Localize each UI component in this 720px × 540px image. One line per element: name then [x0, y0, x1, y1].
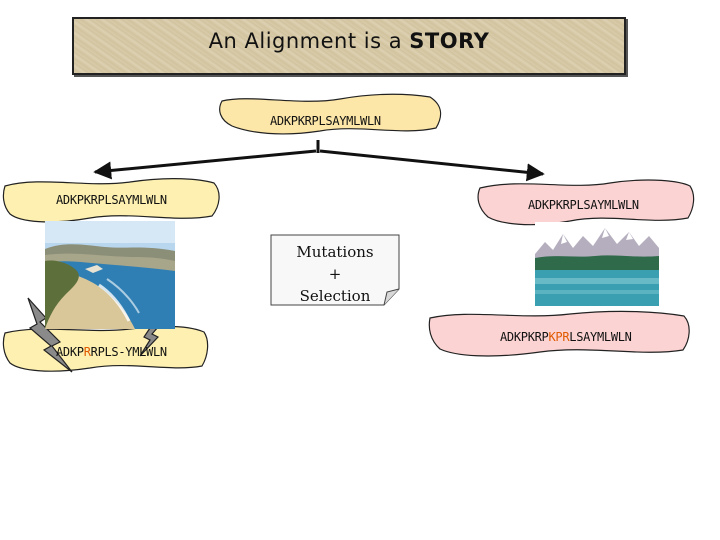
right-arrow: [319, 149, 545, 182]
note-line-mutations: Mutations: [296, 243, 374, 261]
right-child-seq-part3: LSAYMLWLN: [569, 330, 632, 344]
title-banner: An Alignment is a STORY: [72, 17, 626, 75]
left-child-seq-part1: ADKP: [56, 345, 84, 359]
left-sequence: ADKPKRPLSAYMLWLN: [56, 193, 167, 207]
left-child-seq-part3: RPLS-YMLWLN: [90, 345, 167, 359]
right-child-sequence: ADKPKRPKPRLSAYMLWLN: [500, 330, 632, 344]
title-text: An Alignment is a STORY: [74, 29, 624, 53]
root-sequence: ADKPKRPLSAYMLWLN: [270, 114, 381, 128]
lightning-bolt-icon: [27, 297, 73, 373]
left-child-mutation: R: [83, 345, 91, 359]
left-arrow: [93, 149, 317, 180]
right-child-seq-part1: ADKPKRP: [500, 330, 549, 344]
right-child-scroll-shape: [428, 310, 690, 357]
title-emphasis: STORY: [409, 29, 490, 53]
mountain-lake-clipart: [535, 222, 659, 306]
coastal-beach-photo: [45, 221, 175, 329]
note-text: Mutations + Selection: [271, 241, 399, 307]
root-scroll-shape: [219, 93, 442, 135]
right-sequence: ADKPKRPLSAYMLWLN: [528, 198, 639, 212]
right-child-insertion: KPR: [548, 330, 570, 344]
note-line-plus: +: [328, 265, 342, 283]
left-scroll-shape: [2, 178, 220, 223]
note-line-selection: Selection: [299, 287, 371, 305]
note-fold: [383, 288, 400, 306]
left-child-sequence: ADKPRRPLS-YMLWLN: [56, 345, 167, 359]
right-scroll-shape: [477, 179, 695, 226]
title-prefix: An Alignment is a: [208, 29, 403, 53]
